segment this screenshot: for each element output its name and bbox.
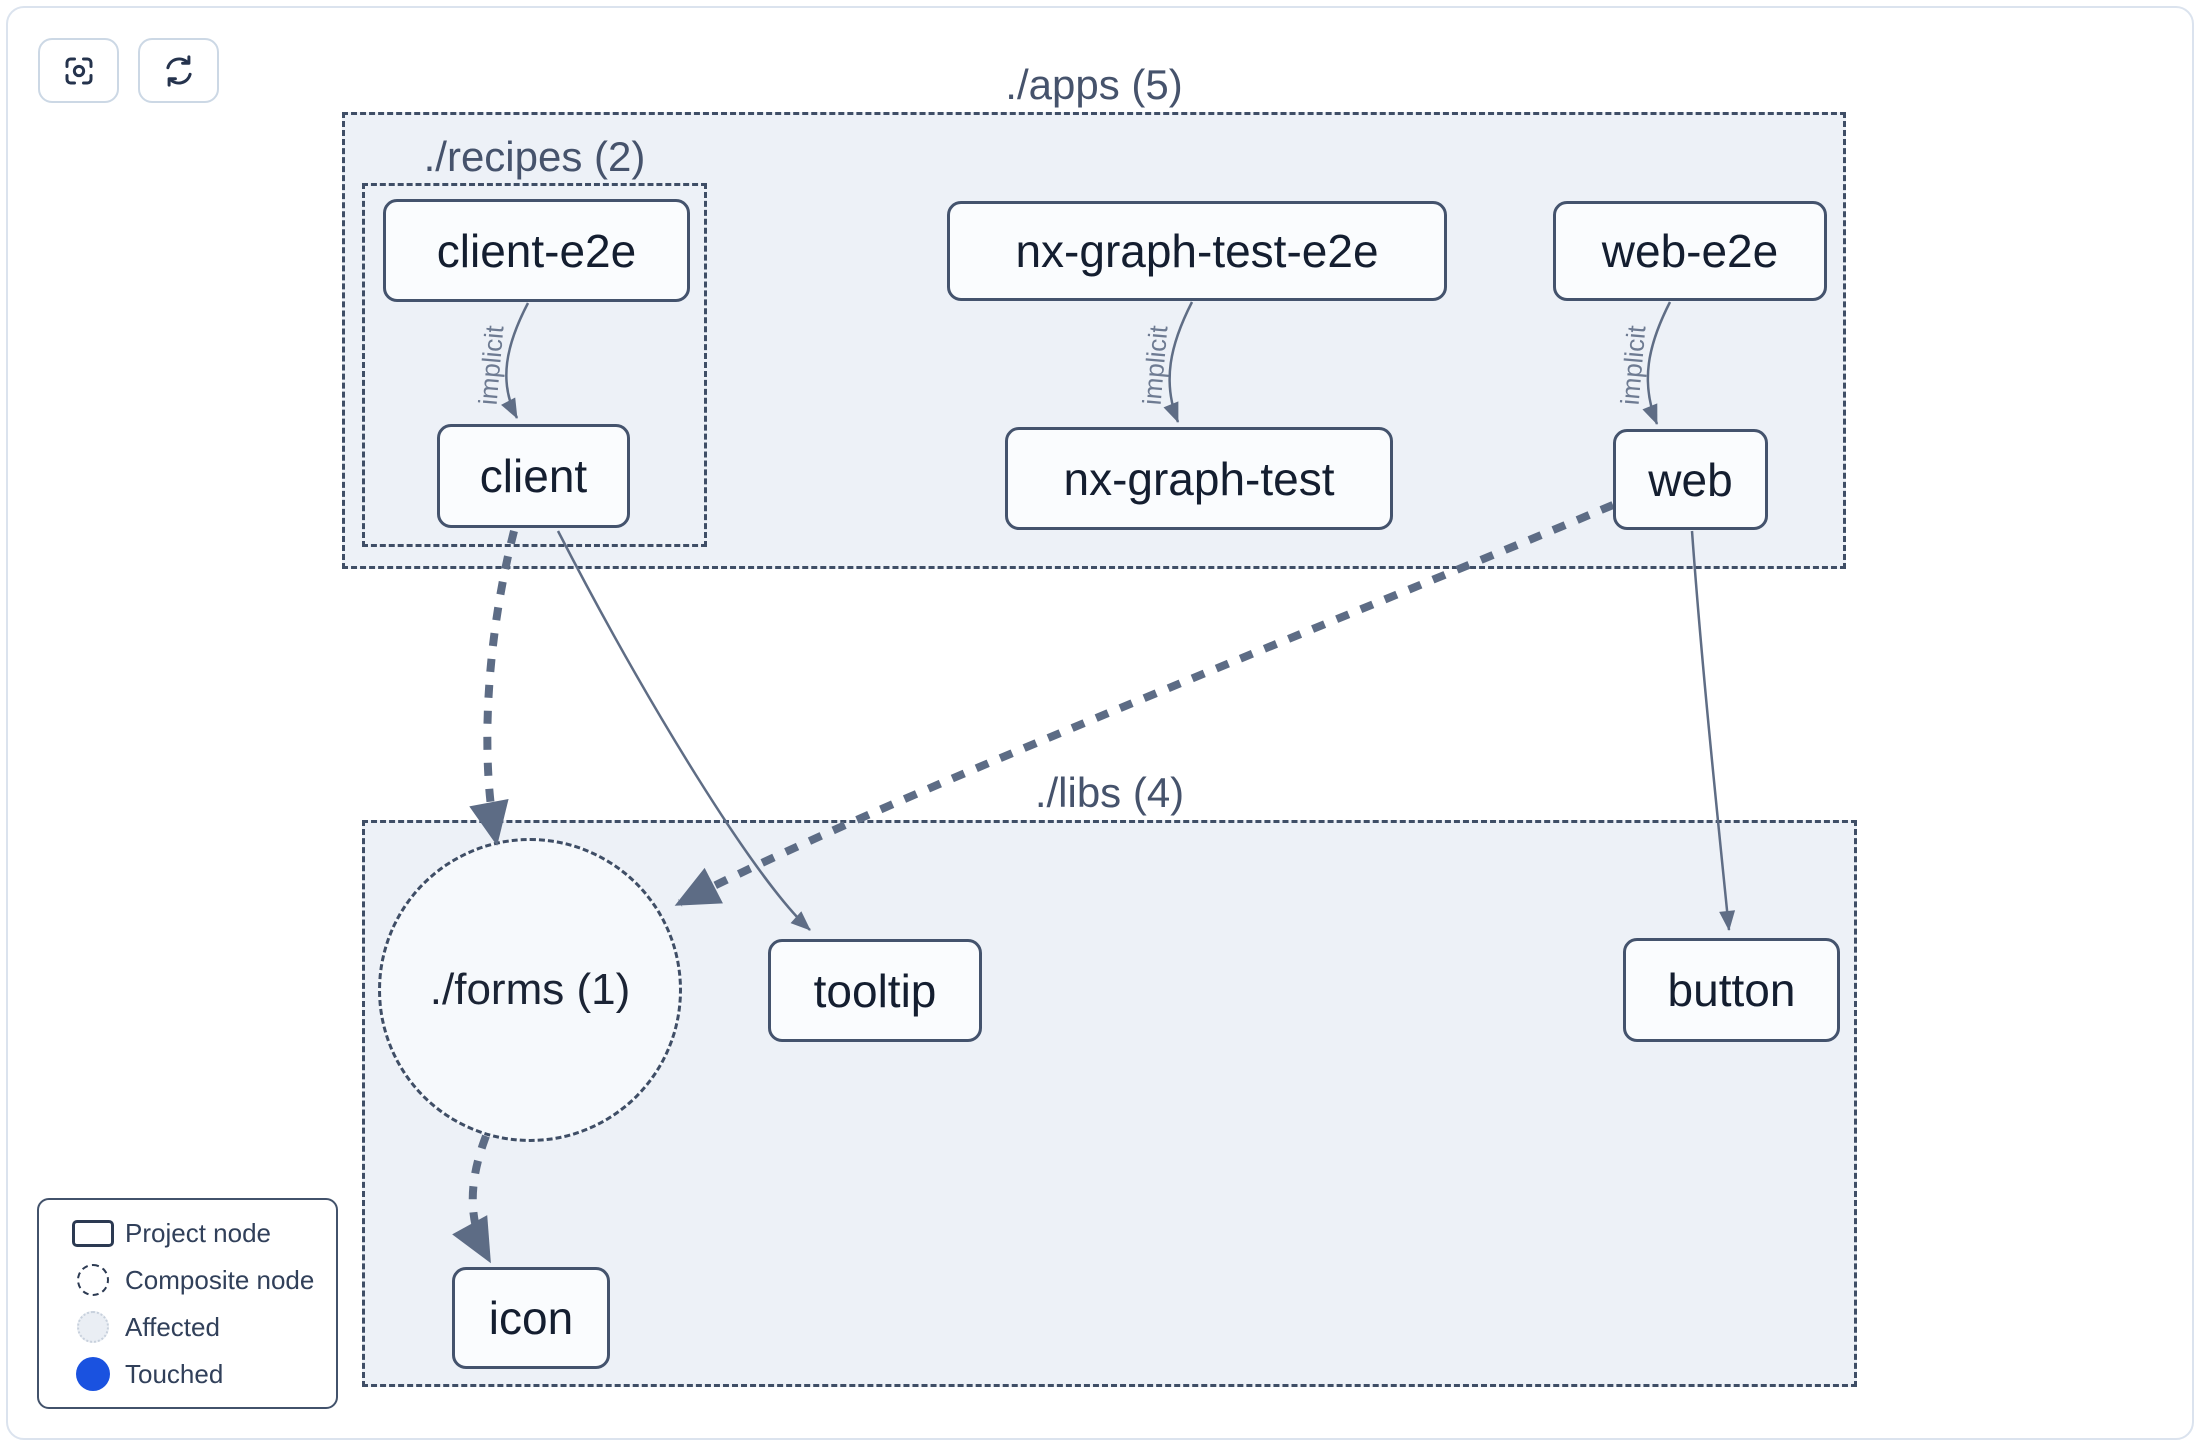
legend-label: Project node bbox=[125, 1217, 271, 1248]
project-node-client[interactable]: client bbox=[437, 424, 630, 528]
project-node-nx-graph-test[interactable]: nx-graph-test bbox=[1005, 427, 1393, 530]
scan-focus-icon bbox=[65, 57, 92, 84]
edge-web-e2e-to-web[interactable] bbox=[1642, 301, 1672, 425]
project-node-label: nx-graph-test-e2e bbox=[1015, 225, 1379, 277]
edge-label-nx-graph-test-e2e-nx-graph-test: implicit bbox=[1137, 324, 1174, 407]
edge-client-e2e-to-client[interactable] bbox=[501, 302, 530, 419]
legend-panel: Project node Composite node Affected Tou… bbox=[37, 1198, 338, 1409]
touched-swatch-icon bbox=[61, 1357, 125, 1391]
legend-item-affected: Affected bbox=[61, 1310, 336, 1344]
composite-node-forms-label: ./forms (1) bbox=[429, 965, 631, 1014]
edge-nx-graph-test-e2e-to-nx-graph-test[interactable] bbox=[1163, 301, 1194, 423]
project-node-nx-graph-test-e2e[interactable]: nx-graph-test-e2e bbox=[947, 201, 1447, 301]
group-libs-title: ./libs (4) bbox=[1034, 769, 1185, 816]
edge-client-to-forms[interactable] bbox=[469, 530, 518, 846]
project-node-client-e2e[interactable]: client-e2e bbox=[383, 199, 690, 302]
edge-label-web-e2e-web: implicit bbox=[1615, 324, 1652, 407]
project-node-label: tooltip bbox=[813, 964, 937, 1017]
legend-item-composite-node: Composite node bbox=[61, 1263, 336, 1297]
edge-web-to-forms[interactable] bbox=[674, 501, 1615, 907]
group-recipes-title: ./recipes (2) bbox=[423, 133, 646, 180]
refresh-icon bbox=[165, 54, 192, 87]
project-node-label: web bbox=[1648, 453, 1733, 506]
project-node-label: web-e2e bbox=[1601, 225, 1779, 277]
composite-node-forms[interactable]: ./forms (1) bbox=[378, 838, 682, 1142]
composite-node-swatch-icon bbox=[61, 1264, 125, 1296]
project-node-label: nx-graph-test bbox=[1063, 452, 1335, 505]
project-node-swatch-icon bbox=[61, 1219, 125, 1247]
project-node-label: client-e2e bbox=[436, 224, 637, 277]
toolbar bbox=[38, 38, 219, 103]
edge-label-client-e2e-client: implicit bbox=[473, 324, 510, 407]
project-node-tooltip[interactable]: tooltip bbox=[768, 939, 982, 1042]
project-node-web-e2e[interactable]: web-e2e bbox=[1553, 201, 1827, 301]
legend-label: Composite node bbox=[125, 1264, 315, 1295]
legend-label: Touched bbox=[125, 1358, 224, 1389]
legend-item-touched: Touched bbox=[61, 1357, 336, 1391]
legend-label: Affected bbox=[125, 1311, 220, 1342]
project-node-button[interactable]: button bbox=[1623, 938, 1840, 1042]
project-node-label: icon bbox=[488, 1292, 574, 1344]
edge-forms-to-icon[interactable] bbox=[452, 1134, 492, 1264]
group-apps-title: ./apps (5) bbox=[1005, 61, 1183, 108]
legend-item-project-node: Project node bbox=[61, 1216, 336, 1250]
edge-web-to-button[interactable] bbox=[1690, 530, 1736, 931]
refresh-button[interactable] bbox=[138, 38, 219, 103]
focus-button[interactable] bbox=[38, 38, 119, 103]
edge-client-to-tooltip[interactable] bbox=[556, 530, 811, 931]
project-node-label: client bbox=[479, 450, 588, 502]
project-node-web[interactable]: web bbox=[1613, 429, 1768, 530]
affected-swatch-icon bbox=[61, 1311, 125, 1343]
group-recipes bbox=[362, 183, 707, 547]
project-node-label: button bbox=[1667, 964, 1796, 1016]
project-node-icon[interactable]: icon bbox=[452, 1267, 610, 1369]
